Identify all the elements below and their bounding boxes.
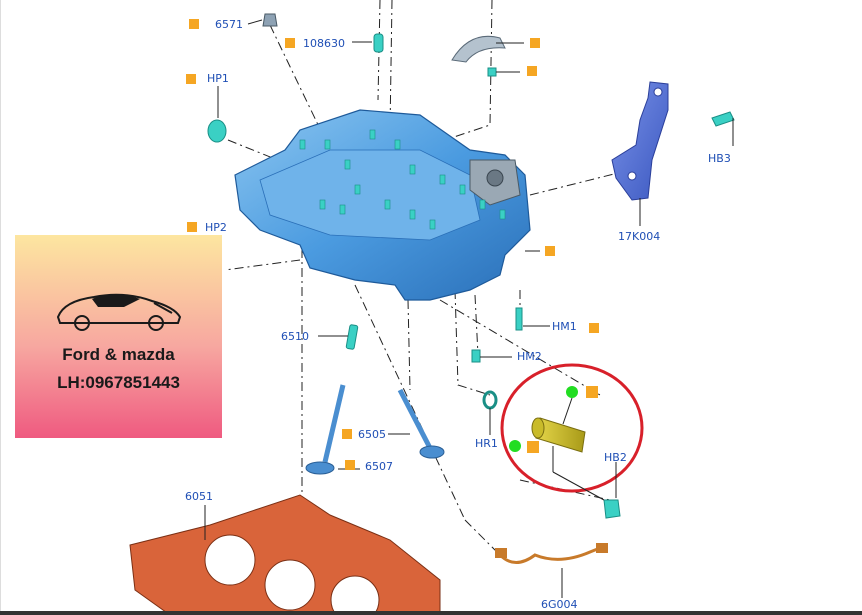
label-hp2: HP2 bbox=[205, 221, 227, 234]
green-dot-upper bbox=[566, 386, 578, 398]
label-hm2: HM2 bbox=[517, 350, 542, 363]
promo-contact: LH:0967851443 bbox=[57, 373, 180, 392]
head-gasket[interactable] bbox=[129, 494, 441, 615]
valves bbox=[305, 384, 445, 475]
label-6571: 6571 bbox=[215, 18, 243, 31]
sensor-pin[interactable] bbox=[531, 417, 586, 453]
label-6051: 6051 bbox=[185, 490, 213, 503]
leader-lines bbox=[204, 19, 734, 598]
label-17k004: 17K004 bbox=[618, 230, 660, 243]
label-hm1: HM1 bbox=[552, 320, 577, 333]
bracket-17k004[interactable] bbox=[611, 81, 669, 201]
sports-car-icon bbox=[56, 293, 181, 331]
label-108630: 108630 bbox=[303, 37, 345, 50]
label-hb3: HB3 bbox=[708, 152, 731, 165]
parts-small bbox=[207, 13, 735, 519]
label-hb2: HB2 bbox=[604, 451, 627, 464]
label-6505: 6505 bbox=[358, 428, 386, 441]
promo-brand: Ford & mazda bbox=[62, 345, 175, 364]
label-hp1: HP1 bbox=[207, 72, 229, 85]
green-dot-lower bbox=[509, 440, 521, 452]
frame-bottom-edge bbox=[0, 611, 862, 615]
label-6g004: 6G004 bbox=[541, 598, 578, 611]
label-hr1: HR1 bbox=[475, 437, 498, 450]
label-6507: 6507 bbox=[365, 460, 393, 473]
guide-lines bbox=[224, 0, 631, 610]
orange-markers bbox=[186, 19, 599, 470]
cylinder-head[interactable] bbox=[234, 109, 531, 301]
highlight-circle bbox=[500, 363, 644, 493]
promo-banner: Ford & mazda LH:0967851443 bbox=[15, 235, 222, 438]
wire-harness-6g004[interactable] bbox=[495, 543, 608, 564]
label-6510: 6510 bbox=[281, 330, 309, 343]
